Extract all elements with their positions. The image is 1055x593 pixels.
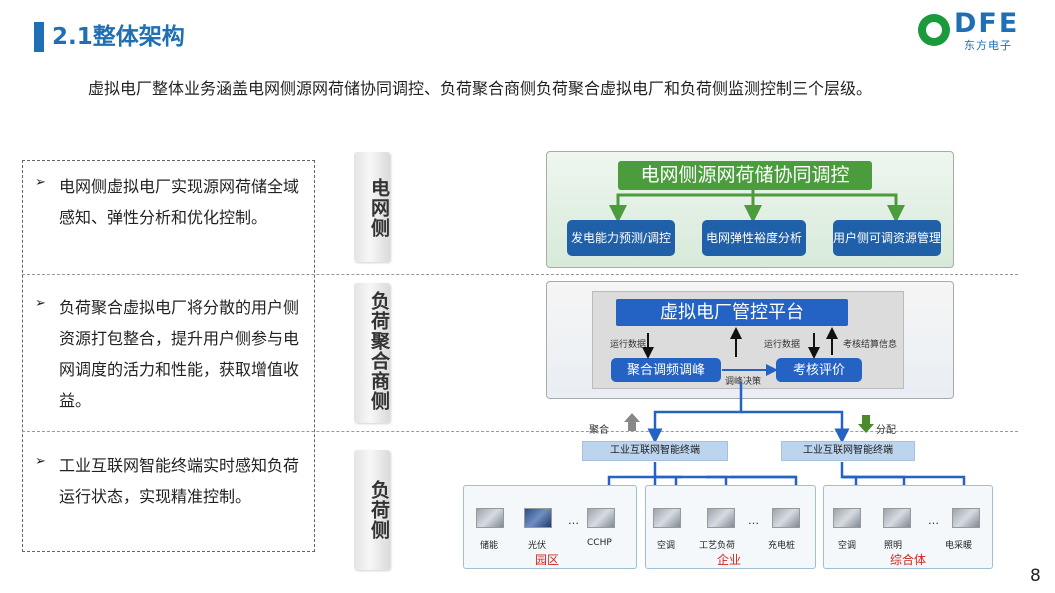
caption-cchp: CCHP bbox=[587, 538, 612, 548]
page-number: 8 bbox=[1030, 566, 1041, 586]
ac-photo-icon bbox=[833, 508, 861, 528]
bullet-load-side: 工业互联网智能终端实时感知负荷运行状态，实现精准控制。 bbox=[59, 456, 300, 506]
electric-heating-photo-icon bbox=[952, 508, 980, 528]
company-logo: DFE 东方电子 bbox=[918, 8, 1038, 54]
caption-charger: 充电桩 bbox=[768, 541, 796, 551]
ellipsis: … bbox=[748, 514, 759, 527]
solar-photo-icon bbox=[524, 508, 552, 528]
page-title: 2.1整体架构 bbox=[52, 24, 185, 50]
settlement-label: 考核结算信息 bbox=[843, 340, 898, 350]
distribute-arrow-icon bbox=[858, 415, 874, 433]
resource-management-box: 用户侧可调资源管理 bbox=[833, 220, 941, 256]
bullet-aggregator-side: 负荷聚合虚拟电厂将分散的用户侧资源打包整合，提升用户侧参与电网调度的活力和性能，… bbox=[59, 298, 300, 410]
cchp-photo-icon bbox=[587, 508, 615, 528]
caption-lighting: 照明 bbox=[884, 541, 903, 551]
bullet-arrow-icon: ➢ bbox=[35, 296, 46, 311]
run-data-label-left: 运行数据 bbox=[610, 340, 647, 350]
forecast-control-box: 发电能力预测/调控 bbox=[567, 220, 675, 256]
elasticity-analysis-box: 电网弹性裕度分析 bbox=[702, 220, 806, 256]
caption-electric-heating: 电采暖 bbox=[945, 541, 973, 551]
layer-separator bbox=[22, 431, 1018, 432]
caption-process-load: 工艺负荷 bbox=[699, 541, 736, 551]
evaluation-box: 考核评价 bbox=[776, 358, 862, 382]
group-caption-park: 园区 bbox=[535, 553, 560, 567]
grid-branch-line bbox=[616, 193, 898, 201]
ellipsis: … bbox=[928, 514, 939, 527]
caption-solar: 光伏 bbox=[528, 541, 547, 551]
caption-ac: 空调 bbox=[838, 541, 857, 551]
line-to-terminal-right bbox=[741, 410, 850, 444]
side-tab-load: 负荷侧 bbox=[354, 450, 390, 570]
bullet-arrow-icon: ➢ bbox=[35, 175, 46, 190]
logo-subtitle: 东方电子 bbox=[964, 39, 1012, 52]
storage-photo-icon bbox=[476, 508, 504, 528]
title-accent-bar bbox=[34, 22, 44, 52]
layer-separator bbox=[22, 274, 1018, 275]
logo-text: DFE bbox=[954, 8, 1020, 39]
peak-decision-label: 调峰决策 bbox=[725, 377, 762, 387]
bullet-arrow-icon: ➢ bbox=[35, 454, 46, 469]
grid-coordination-header: 电网侧源网荷储协同调控 bbox=[618, 161, 872, 190]
process-load-photo-icon bbox=[707, 508, 735, 528]
line-to-terminal-left bbox=[647, 382, 743, 444]
logo-mark-icon bbox=[918, 14, 950, 46]
side-tab-aggregator: 负荷聚合商侧 bbox=[354, 283, 390, 423]
ellipsis: … bbox=[568, 514, 579, 527]
distribute-label: 分配 bbox=[876, 425, 896, 436]
grid-layer-arrows bbox=[609, 190, 905, 223]
group-caption-complex: 综合体 bbox=[890, 553, 927, 567]
side-tab-grid: 电网侧 bbox=[354, 152, 390, 262]
group-caption-enterprise: 企业 bbox=[717, 553, 742, 567]
lighting-photo-icon bbox=[883, 508, 911, 528]
side-label-aggregator: 负荷聚合商侧 bbox=[368, 291, 390, 411]
intro-paragraph: 虚拟电厂整体业务涵盖电网侧源网荷储协同调控、负荷聚合商侧负荷聚合虚拟电厂和负荷侧… bbox=[88, 79, 873, 98]
peak-regulation-box: 聚合调频调峰 bbox=[611, 358, 721, 382]
caption-storage: 储能 bbox=[480, 541, 499, 551]
bullet-grid-side: 电网侧虚拟电厂实现源网荷储全域感知、弹性分析和优化控制。 bbox=[59, 177, 300, 227]
bullet-panel: ➢ 电网侧虚拟电厂实现源网荷储全域感知、弹性分析和优化控制。 ➢ 负荷聚合虚拟电… bbox=[22, 160, 315, 552]
caption-ac: 空调 bbox=[657, 541, 676, 551]
ac-photo-icon bbox=[653, 508, 681, 528]
aggregate-arrow-icon bbox=[624, 413, 640, 431]
iiot-terminal-right: 工业互联网智能终端 bbox=[781, 441, 915, 461]
iiot-terminal-left: 工业互联网智能终端 bbox=[582, 441, 728, 461]
vpp-platform-box: 虚拟电厂管控平台 bbox=[616, 299, 848, 326]
side-label-grid: 电网侧 bbox=[368, 178, 390, 238]
run-data-label-right: 运行数据 bbox=[764, 340, 801, 350]
aggregate-label: 聚合 bbox=[589, 425, 609, 436]
charger-photo-icon bbox=[772, 508, 800, 528]
side-label-load: 负荷侧 bbox=[368, 480, 390, 540]
